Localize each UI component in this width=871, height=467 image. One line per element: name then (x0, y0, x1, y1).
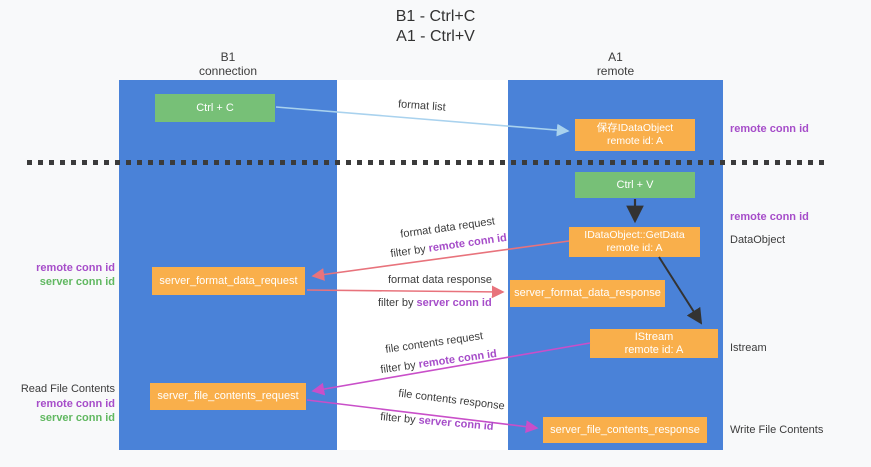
filter-keyword-server-conn-id: server conn id (416, 297, 492, 309)
node-save-line1: 保存IDataObject (596, 122, 674, 134)
filter-prefix: filter by (378, 297, 417, 309)
node-server-format-data-response: server_format_data_response (510, 280, 665, 307)
column-header-a1: A1 remote (508, 50, 723, 78)
node-istream-line1: IStream (634, 330, 674, 343)
title-line-1: B1 - Ctrl+C (395, 8, 476, 25)
left-label-server-conn-id-2: server conn id (39, 412, 115, 424)
left-label-remote-conn-id-2: remote conn id (36, 398, 115, 410)
label-format-response-filter: filter by server conn id (378, 297, 492, 309)
node-file-request-label: server_file_contents_request (157, 390, 299, 402)
node-getdata-line2: remote id: A (606, 242, 663, 254)
node-server-file-contents-response: server_file_contents_response (543, 417, 707, 443)
left-label-read-file-contents: Read File Contents (20, 383, 115, 395)
node-file-response-label: server_file_contents_response (550, 423, 700, 436)
right-label-write-file-contents: Write File Contents (730, 424, 824, 436)
node-ctrl-v: Ctrl + V (575, 172, 695, 198)
column-b1-subtitle: connection (198, 64, 258, 78)
column-b1-name: B1 (220, 50, 236, 64)
title-line-2: A1 - Ctrl+V (396, 28, 475, 45)
left-label-server-conn-id-1: server conn id (39, 276, 115, 288)
node-server-file-contents-request: server_file_contents_request (150, 383, 306, 410)
node-save-line2: remote id: A (606, 135, 664, 147)
dashed-divider-line (27, 160, 830, 165)
node-istream-line2: remote id: A (624, 343, 684, 356)
diagram-title: B1 - Ctrl+C A1 - Ctrl+V (0, 7, 871, 47)
column-header-b1: B1 connection (119, 50, 337, 78)
label-format-data-response: format data response (388, 274, 492, 286)
node-idataobject-getdata: IDataObject::GetData remote id: A (569, 227, 700, 257)
node-ctrl-v-label: Ctrl + V (616, 178, 654, 191)
node-server-format-data-request: server_format_data_request (152, 267, 305, 295)
right-label-dataobject: DataObject (730, 234, 786, 246)
column-a1-name: A1 (608, 50, 623, 64)
node-istream: IStream remote id: A (590, 329, 718, 358)
node-format-request-label: server_format_data_request (159, 274, 298, 287)
node-ctrl-c: Ctrl + C (155, 94, 275, 122)
right-label-remote-conn-id-1: remote conn id (730, 123, 809, 135)
node-ctrl-c-label: Ctrl + C (196, 101, 234, 114)
node-getdata-line1: IDataObject::GetData (584, 229, 685, 241)
right-label-istream: Istream (730, 342, 767, 354)
right-label-remote-conn-id-2: remote conn id (730, 211, 809, 223)
left-label-remote-conn-id-1: remote conn id (36, 262, 115, 274)
column-a1-subtitle: remote (596, 64, 635, 78)
node-format-response-label: server_format_data_response (514, 287, 661, 299)
node-save-idataobject: 保存IDataObject remote id: A (575, 119, 695, 151)
